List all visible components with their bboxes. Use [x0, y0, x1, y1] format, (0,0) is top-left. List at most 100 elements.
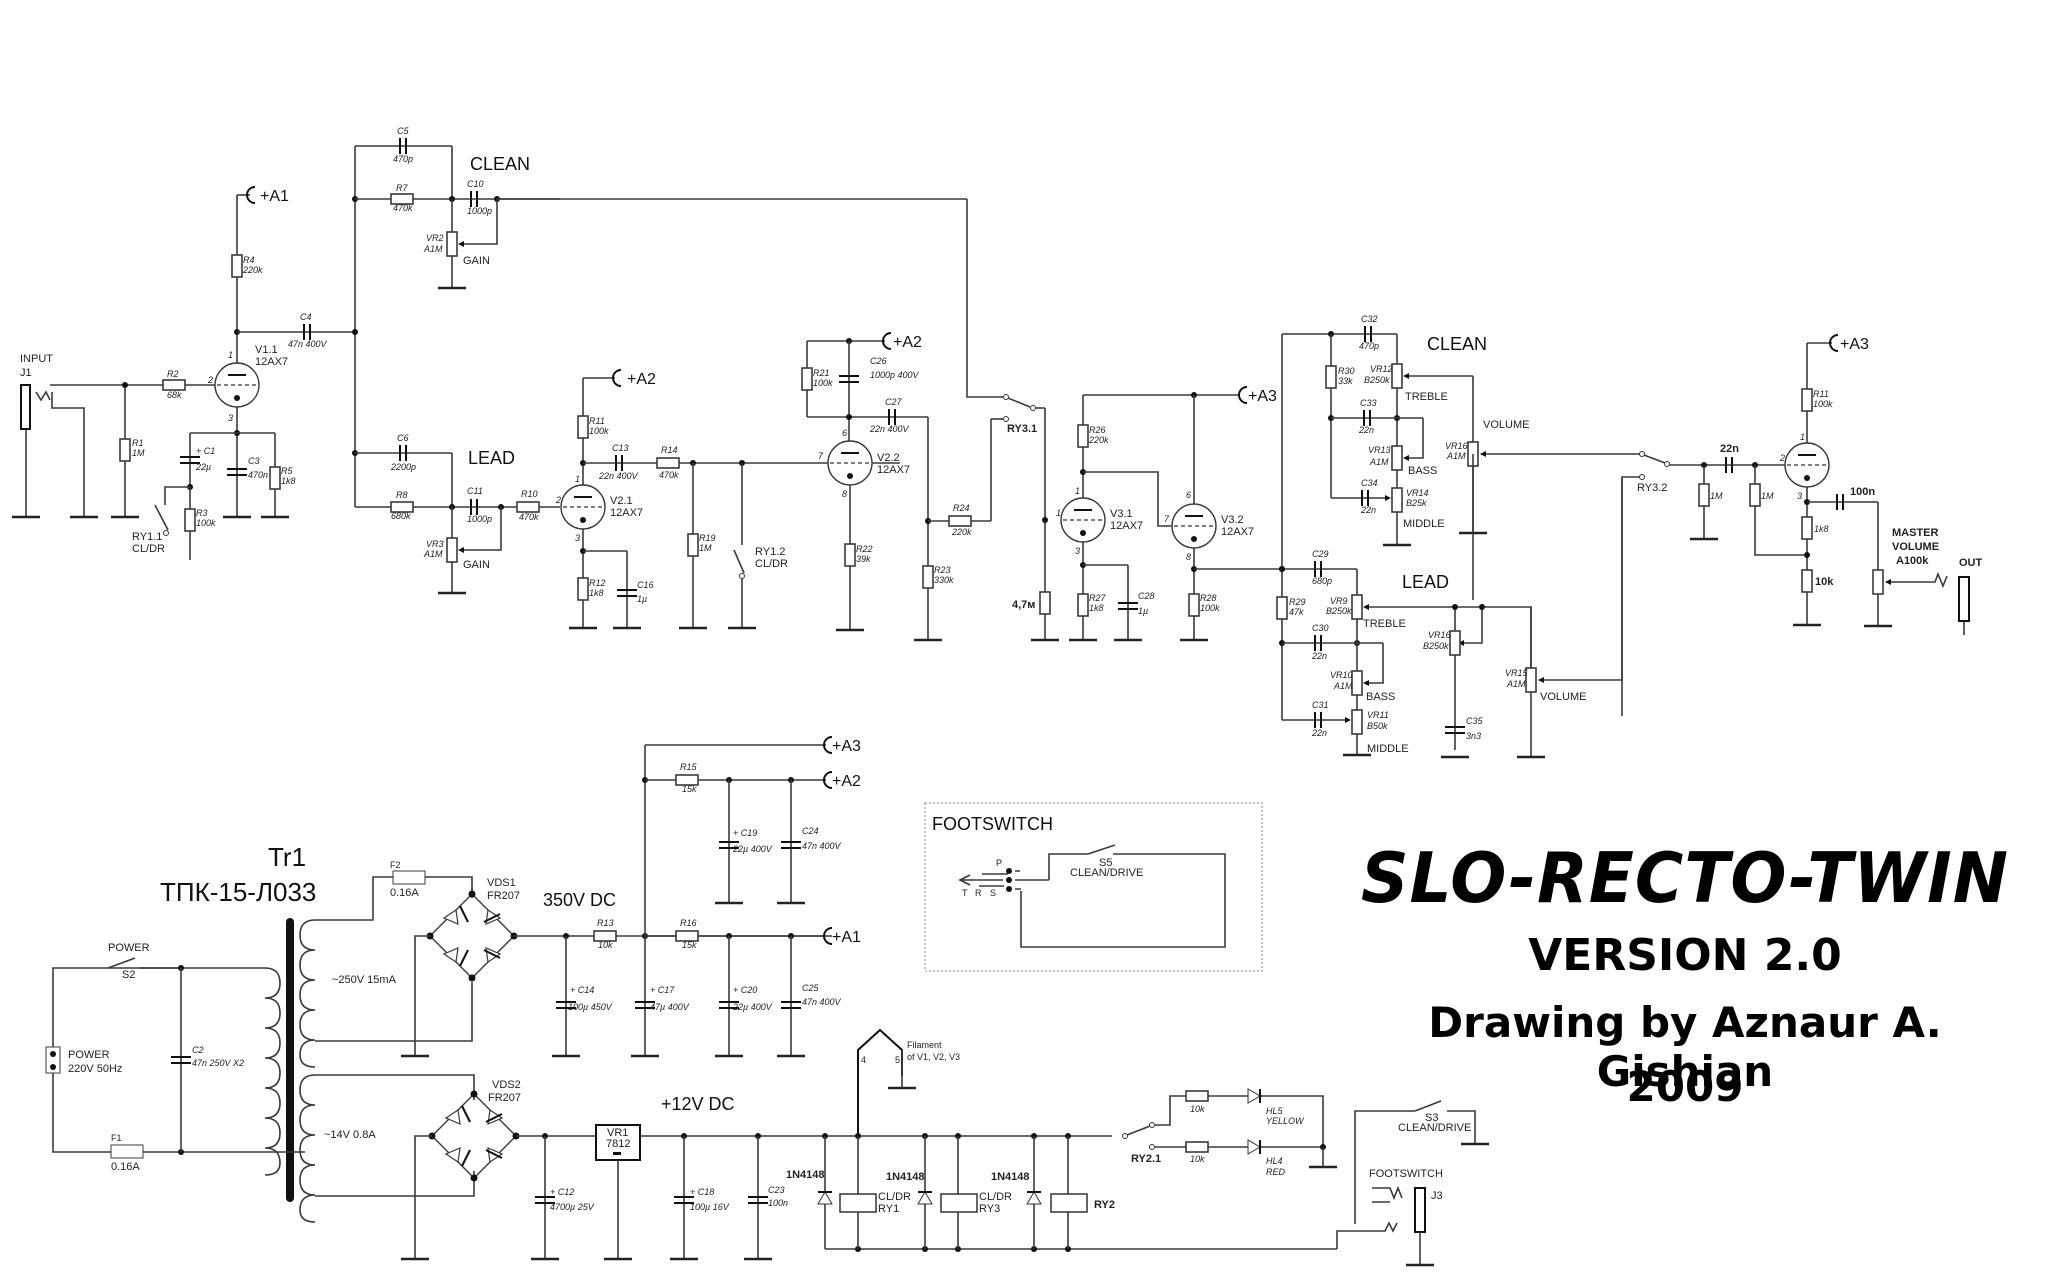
svg-text:C34: C34: [1361, 478, 1378, 488]
svg-text:B250k: B250k: [1326, 606, 1352, 616]
svg-text:0.16A: 0.16A: [111, 1161, 140, 1173]
svg-text:C16: C16: [637, 580, 654, 590]
svg-text:47µ 400V: 47µ 400V: [650, 1002, 690, 1012]
svg-text:R2: R2: [167, 369, 179, 379]
transformer-core: [286, 918, 294, 1202]
svg-text:1N4148: 1N4148: [886, 1171, 925, 1183]
footswitch-jack-j3: [1414, 1187, 1426, 1233]
svg-text:C31: C31: [1312, 700, 1329, 710]
svg-text:1N4148: 1N4148: [991, 1171, 1030, 1183]
svg-text:VDS1: VDS1: [487, 877, 516, 889]
svg-text:MASTER: MASTER: [1892, 527, 1939, 539]
svg-text:VR2: VR2: [426, 233, 444, 243]
svg-text:VR16: VR16: [1428, 630, 1451, 640]
svg-text:0.16A: 0.16A: [390, 887, 419, 899]
svg-text:HL4: HL4: [1266, 1156, 1283, 1166]
svg-text:6: 6: [842, 428, 847, 438]
svg-text:C33: C33: [1360, 398, 1377, 408]
svg-text:39k: 39k: [856, 554, 871, 564]
svg-text:RY1.1: RY1.1: [132, 531, 162, 543]
svg-text:3: 3: [1797, 491, 1802, 501]
svg-text:47n 400V: 47n 400V: [288, 339, 328, 349]
svg-text:MIDDLE: MIDDLE: [1403, 518, 1445, 530]
svg-text:1000p 400V: 1000p 400V: [870, 370, 920, 380]
svg-text:470k: 470k: [393, 203, 413, 213]
svg-text:RY1: RY1: [878, 1203, 899, 1215]
svg-text:+A2: +A2: [832, 773, 861, 790]
svg-text:R30: R30: [1338, 366, 1355, 376]
svg-text:C13: C13: [612, 443, 629, 453]
svg-text:+A1: +A1: [832, 929, 861, 946]
svg-text:R22: R22: [856, 544, 873, 554]
svg-text:R4: R4: [243, 255, 255, 265]
svg-text:VR14: VR14: [1406, 488, 1429, 498]
svg-text:100n: 100n: [768, 1198, 788, 1208]
title-year: 2009: [1626, 1062, 1744, 1111]
footswitch-box: FOOTSWITCH S5 CLEAN/DRIVE P T R S: [924, 802, 1263, 972]
svg-text:P: P: [996, 858, 1002, 868]
svg-text:R11: R11: [589, 416, 605, 426]
svg-text:S: S: [990, 888, 996, 898]
svg-text:47n 400V: 47n 400V: [802, 997, 842, 1007]
svg-text:V3.2: V3.2: [1221, 514, 1244, 526]
svg-text:2: 2: [555, 495, 561, 505]
svg-text:C35: C35: [1466, 716, 1484, 726]
svg-text:R19: R19: [699, 533, 716, 543]
title-author: Drawing by Aznaur A. Gishian: [1428, 998, 1942, 1096]
svg-text:TREBLE: TREBLE: [1405, 391, 1448, 403]
svg-text:F1: F1: [111, 1133, 122, 1143]
svg-text:R5: R5: [281, 466, 293, 476]
svg-text:1000p: 1000p: [467, 206, 492, 216]
svg-text:15k: 15k: [682, 784, 697, 794]
lead-preamp-label: LEAD: [468, 448, 515, 468]
svg-text:+ C1: + C1: [196, 446, 215, 456]
clean-volume-label: VOLUME: [1483, 419, 1529, 431]
svg-text:+ C14: + C14: [570, 985, 594, 995]
svg-text:100k: 100k: [1200, 603, 1220, 613]
svg-text:C3: C3: [248, 456, 260, 466]
svg-text:10k: 10k: [598, 940, 613, 950]
svg-text:V2.2: V2.2: [877, 452, 900, 464]
svg-text:6: 6: [1186, 490, 1191, 500]
svg-text:1: 1: [575, 474, 580, 484]
svg-text:R24: R24: [953, 503, 970, 513]
svg-text:A1M: A1M: [1446, 451, 1466, 461]
svg-text:R26: R26: [1089, 425, 1106, 435]
svg-text:1k8: 1k8: [1089, 603, 1104, 613]
svg-text:Filament: Filament: [907, 1040, 942, 1050]
svg-text:4700µ 25V: 4700µ 25V: [550, 1202, 595, 1212]
svg-text:100n: 100n: [1850, 486, 1875, 498]
svg-text:RY1.2: RY1.2: [755, 546, 785, 558]
output-jack: [1958, 576, 1970, 622]
svg-text:100µ 16V: 100µ 16V: [690, 1202, 730, 1212]
svg-text:VR15: VR15: [1505, 668, 1529, 678]
svg-text:+A3: +A3: [1248, 388, 1277, 405]
svg-text:C4: C4: [300, 312, 312, 322]
svg-text:22n: 22n: [1720, 443, 1739, 455]
svg-text:1M: 1M: [1710, 491, 1723, 501]
lv-rail-label: +12V DC: [661, 1094, 735, 1114]
svg-text:12AX7: 12AX7: [877, 464, 910, 476]
svg-text:~14V 0.8A: ~14V 0.8A: [324, 1129, 376, 1141]
svg-text:YELLOW: YELLOW: [1266, 1116, 1305, 1126]
svg-text:C30: C30: [1312, 623, 1329, 633]
svg-text:22µ 400V: 22µ 400V: [732, 844, 773, 854]
svg-text:1k8: 1k8: [1814, 524, 1829, 534]
svg-text:7: 7: [1164, 514, 1170, 524]
svg-text:RY3: RY3: [979, 1203, 1000, 1215]
svg-text:8: 8: [1186, 552, 1191, 562]
svg-text:CL/DR: CL/DR: [979, 1191, 1012, 1203]
svg-text:R11: R11: [1813, 389, 1829, 399]
svg-text:C10: C10: [467, 179, 484, 189]
svg-text:220V 50Hz: 220V 50Hz: [68, 1063, 122, 1075]
svg-text:B250k: B250k: [1423, 641, 1449, 651]
svg-text:VR9: VR9: [1330, 596, 1348, 606]
svg-text:1: 1: [1800, 432, 1805, 442]
svg-text:BASS: BASS: [1366, 691, 1395, 703]
relay-ry32-label: RY3.2: [1637, 482, 1667, 494]
svg-text:3: 3: [575, 533, 580, 543]
